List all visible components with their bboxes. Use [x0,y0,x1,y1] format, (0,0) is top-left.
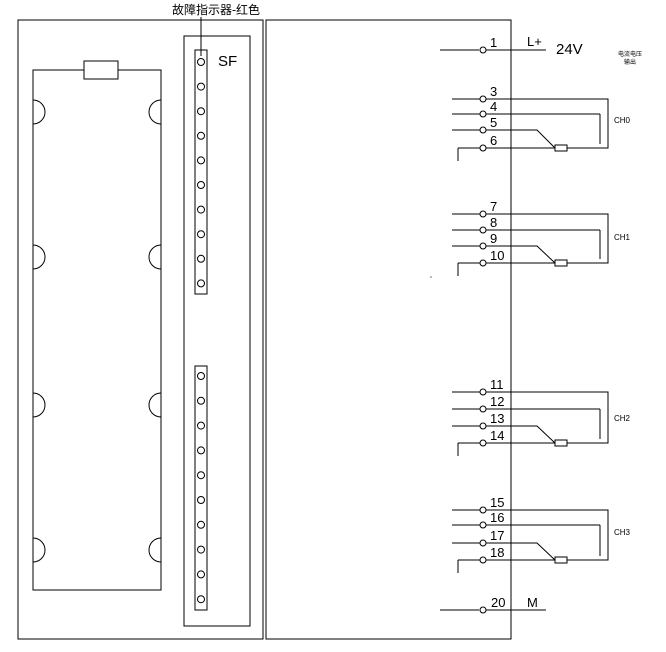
output-note-line1: 电流电压 [618,50,642,58]
terminal-6 [479,144,487,152]
connector-pin [197,131,205,140]
terminal-12 [479,405,487,413]
terminal-label-7: 7 [490,199,497,214]
terminal-16 [479,521,487,529]
connector-pin [197,570,205,579]
connector-pin [197,520,205,529]
terminal-8 [479,226,487,234]
terminal-17 [479,539,487,547]
connector-pin [197,254,205,263]
terminal-9 [479,242,487,250]
terminal-3 [479,95,487,103]
terminal-label-13: 13 [490,411,504,426]
notch-right [148,392,162,418]
notch-right [148,244,162,270]
notch-left [32,99,46,125]
notch-left [32,392,46,418]
terminal-label-10: 10 [490,248,504,263]
connector-pin [197,205,205,214]
terminal-label-11: 11 [490,377,504,392]
terminal-11 [479,388,487,396]
fault-indicator-label: 故障指示器-红色 [172,2,260,17]
terminal-5 [479,126,487,134]
connector-pin [197,396,205,405]
right-module-frame [265,19,512,640]
connector-pin [197,279,205,288]
sensor-resistor [554,439,568,447]
left-module-frame [17,19,264,640]
connector-pins-bottom [194,365,208,611]
connector-pin [197,421,205,430]
module-body [32,69,162,591]
connector-pins-top [194,49,208,295]
connector-strip [183,35,251,627]
terminal-1 [479,46,487,54]
terminal-label-5: 5 [490,115,497,130]
connector-pin [197,82,205,91]
terminal-10 [479,259,487,267]
output-note-line2: 输出 [624,58,636,66]
channel-group-2: 11 12 13 14 CH2 [452,377,631,456]
channel-label: CH1 [614,233,631,242]
l-plus-label: L+ [527,34,542,49]
terminal-label-15: 15 [490,495,504,510]
terminal-label-18: 18 [490,545,504,560]
sensor-resistor [554,259,568,267]
connector-pin [197,107,205,116]
notch-right [148,537,162,563]
terminal-label-4: 4 [490,99,497,114]
connector-pin [197,58,205,66]
sensor-resistor [554,144,568,152]
connector-pin [197,372,205,380]
terminal-13 [479,422,487,430]
terminal-label-16: 16 [490,510,504,525]
channel-label: CH3 [614,528,631,537]
terminal-label-6: 6 [490,133,497,148]
connector-pin [197,156,205,165]
terminal-18 [479,556,487,564]
terminal-15 [479,506,487,514]
notch-left [32,244,46,270]
module-tab [83,60,119,80]
sf-label: SF [218,53,237,70]
left-module [17,19,264,640]
connector-pin [197,230,205,239]
connector-pin [197,595,205,604]
m-terminal: 20 M [440,595,546,614]
terminal-label-9: 9 [490,231,497,246]
terminal-label-20: 20 [491,595,505,610]
sensor-resistor [554,556,568,564]
m-label: M [527,595,538,610]
pin-column [194,365,208,611]
connector-pin [197,181,205,189]
notch-left [32,537,46,563]
terminal-label-17: 17 [490,528,504,543]
channel-label: CH2 [614,414,631,423]
terminal-14 [479,439,487,447]
terminal-label-14: 14 [490,428,504,443]
voltage-label: 24V [556,41,583,58]
connector-pin [197,496,205,504]
terminal-label-3: 3 [490,84,497,99]
stray-dot [430,276,432,278]
connector-pin [197,446,205,455]
connector-pin [197,545,205,554]
channel-label: CH0 [614,116,631,125]
supply-terminal: 1 L+ 24V 电流电压 输出 [440,34,642,66]
channel-group-1: 789 10 CH1 [452,199,631,276]
terminal-20 [479,606,487,614]
notch-right [148,99,162,125]
terminal-4 [479,110,487,118]
terminal-label-1: 1 [490,35,497,50]
channel-group-0: 345 6 CH0 [452,84,631,161]
terminal-label-12: 12 [490,394,504,409]
terminal-7 [479,210,487,218]
connector-pin [197,471,205,480]
terminal-label-8: 8 [490,215,497,230]
